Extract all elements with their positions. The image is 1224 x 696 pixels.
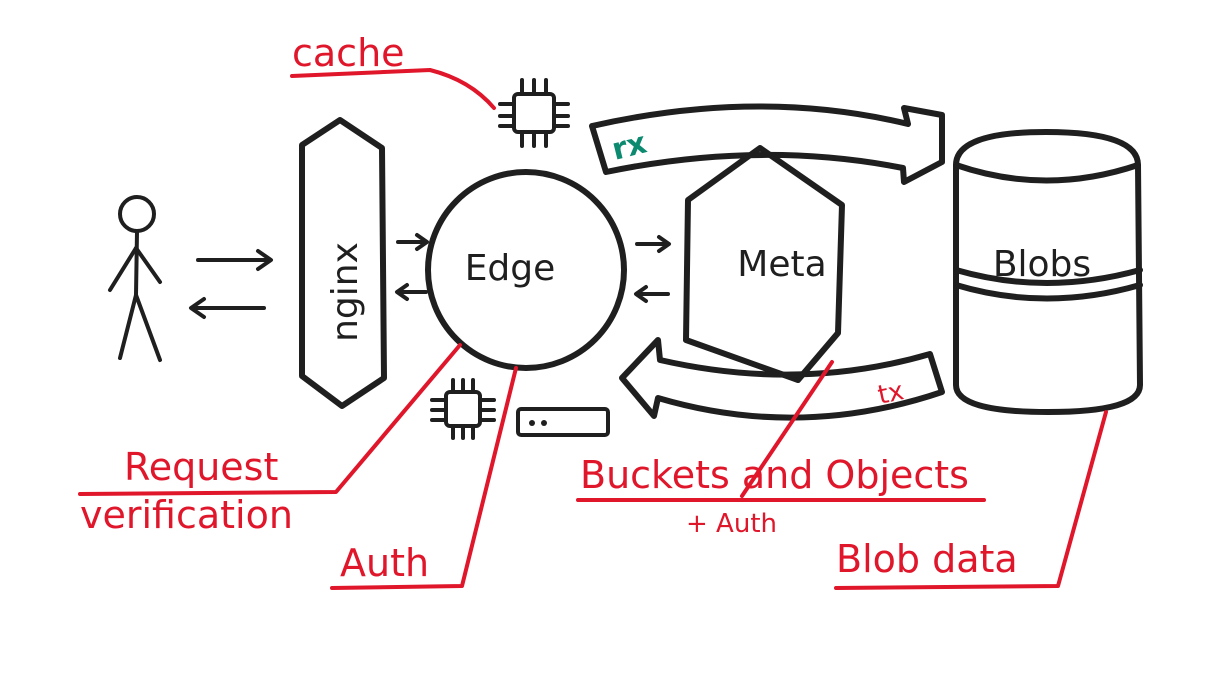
- request-verification-annotation: Request verification: [78, 343, 462, 537]
- user-request-arrow: [196, 249, 273, 271]
- tx-label: tx: [875, 376, 906, 411]
- meta-node: Meta: [683, 145, 845, 383]
- buckets-sub-label: + Auth: [686, 509, 777, 539]
- meta-to-edge-arrow: [634, 285, 670, 303]
- request-label-line1: Request: [124, 445, 278, 489]
- user-response-arrow: [189, 297, 266, 319]
- meta-label: Meta: [737, 244, 826, 285]
- rx-flow-arrow: rx: [589, 103, 945, 185]
- nginx-label: nginx: [325, 242, 366, 342]
- edge-to-meta-arrow: [635, 235, 671, 253]
- edge-node: Edge: [425, 169, 627, 371]
- rx-label: rx: [608, 126, 650, 168]
- user-icon: [108, 195, 162, 362]
- blob-data-label: Blob data: [836, 537, 1018, 581]
- buckets-objects-annotation: Buckets and Objects + Auth: [576, 360, 986, 539]
- server-icon: [516, 407, 610, 437]
- edge-label: Edge: [465, 248, 556, 289]
- nginx-node: nginx: [299, 117, 387, 409]
- blobs-node: Blobs: [953, 129, 1143, 415]
- nginx-to-edge-arrow: [396, 233, 429, 251]
- blob-data-annotation: Blob data: [834, 410, 1108, 590]
- edge-to-nginx-arrow: [395, 283, 428, 301]
- auth-annotation: Auth: [330, 366, 518, 590]
- auth-label: Auth: [340, 541, 429, 585]
- cpu-chip-icon: [498, 78, 570, 148]
- cache-label: cache: [292, 31, 405, 75]
- cache-annotation: cache: [290, 31, 496, 110]
- blobs-label: Blobs: [993, 244, 1091, 285]
- cpu-chip-icon: [430, 378, 496, 440]
- request-label-line2: verification: [80, 493, 293, 537]
- tx-flow-arrow: tx: [619, 337, 945, 421]
- buckets-label: Buckets and Objects: [580, 453, 969, 497]
